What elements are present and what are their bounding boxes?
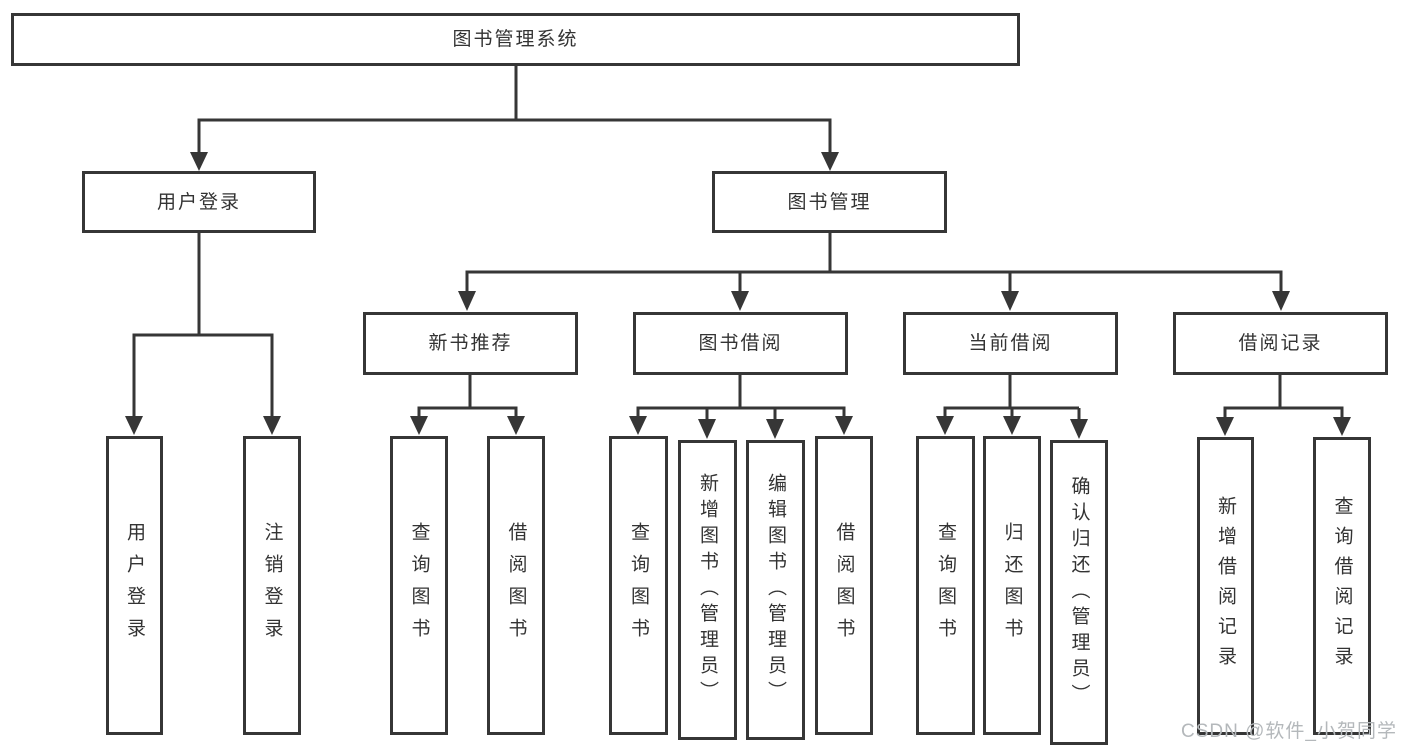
leaf-user-login: 用户登录 (106, 436, 163, 735)
leaf-query-book-1: 查询图书 (390, 436, 448, 735)
leaf-return-book-label: 归还图书 (1001, 521, 1023, 650)
node-book-borrow: 图书借阅 (633, 312, 848, 375)
csdn-watermark: CSDN @软件_小贺同学 (1181, 721, 1397, 742)
arrowhead-icons (125, 152, 1351, 439)
leaf-add-borrow-record-label: 新增借阅记录 (1215, 496, 1236, 676)
leaf-borrow-book-1-label: 借阅图书 (505, 521, 527, 650)
node-borrow-record: 借阅记录 (1173, 312, 1388, 375)
leaf-add-borrow-record: 新增借阅记录 (1197, 437, 1254, 735)
node-book-management: 图书管理 (712, 171, 947, 233)
node-user-login-label: 用户登录 (156, 191, 241, 213)
node-current-borrow-label: 当前借阅 (968, 333, 1053, 354)
node-new-book-recommend: 新书推荐 (363, 312, 578, 375)
node-root-label: 图书管理系统 (452, 29, 579, 50)
node-current-borrow: 当前借阅 (903, 312, 1118, 375)
leaf-logout: 注销登录 (243, 436, 301, 735)
node-new-book-recommend-label: 新书推荐 (428, 333, 513, 354)
leaf-add-book-admin: 新增图书（管理员） (678, 440, 737, 740)
node-borrow-record-label: 借阅记录 (1238, 333, 1323, 354)
leaf-borrow-book-2: 借阅图书 (815, 436, 873, 735)
leaf-edit-book-admin-label: 编辑图书（管理员） (765, 473, 786, 707)
leaf-logout-label: 注销登录 (261, 521, 283, 650)
leaf-query-book-2: 查询图书 (609, 436, 668, 735)
leaf-add-book-admin-label: 新增图书（管理员） (697, 473, 718, 707)
node-book-borrow-label: 图书借阅 (698, 333, 783, 354)
leaf-query-book-3-label: 查询图书 (935, 521, 956, 650)
leaf-query-book-1-label: 查询图书 (408, 521, 430, 650)
node-root: 图书管理系统 (11, 13, 1020, 66)
leaf-confirm-return-admin: 确认归还（管理员） (1050, 440, 1108, 745)
leaf-query-borrow-record-label: 查询借阅记录 (1331, 496, 1353, 676)
node-book-management-label: 图书管理 (787, 191, 872, 213)
leaf-user-login-label: 用户登录 (124, 521, 145, 650)
leaf-edit-book-admin: 编辑图书（管理员） (746, 440, 805, 740)
leaf-confirm-return-admin-label: 确认归还（管理员） (1068, 475, 1090, 710)
leaf-query-borrow-record: 查询借阅记录 (1313, 437, 1371, 735)
leaf-query-book-3: 查询图书 (916, 436, 975, 735)
leaf-borrow-book-2-label: 借阅图书 (833, 521, 855, 650)
leaf-query-book-2-label: 查询图书 (628, 521, 649, 650)
leaf-return-book: 归还图书 (983, 436, 1041, 735)
node-user-login: 用户登录 (82, 171, 316, 233)
leaf-borrow-book-1: 借阅图书 (487, 436, 545, 735)
